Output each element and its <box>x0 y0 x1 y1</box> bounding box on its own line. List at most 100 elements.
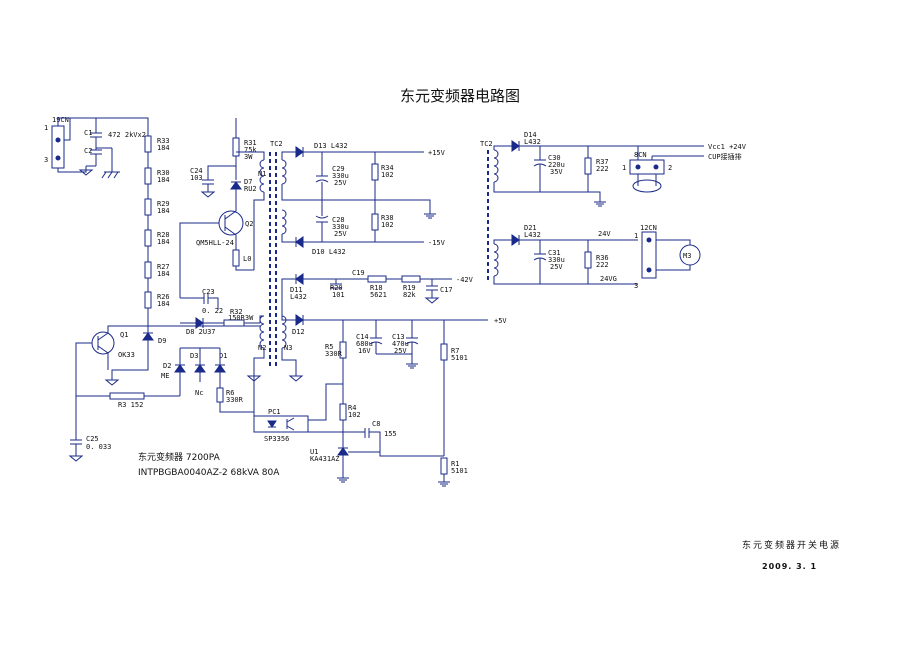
capacitor-c31: C31 330u 25V <box>533 240 565 284</box>
svg-text:R29: R29 <box>157 200 170 208</box>
svg-text:D7: D7 <box>244 178 252 186</box>
transformer-tc2: TC2 N1 N2 N3 <box>258 140 292 368</box>
svg-text:D9: D9 <box>158 337 166 345</box>
svg-text:330R: 330R <box>226 396 244 404</box>
resistor-r28: R28 184 <box>144 229 170 247</box>
svg-text:330u: 330u <box>548 256 565 264</box>
connector-8cn: 8CN 1 2 <box>622 151 672 175</box>
svg-text:5101: 5101 <box>451 467 468 475</box>
svg-text:C1: C1 <box>84 129 92 137</box>
resistor-r4: R4 102 <box>339 403 361 421</box>
resistor-r20: R20 101 <box>330 284 345 299</box>
resistor-r3: R3 152 <box>109 392 145 409</box>
label-vcc1-24v: Vcc1 +24V <box>708 143 747 151</box>
svg-text:C17: C17 <box>440 286 453 294</box>
svg-text:Nc: Nc <box>195 389 203 397</box>
svg-text:C13: C13 <box>392 333 405 341</box>
svg-text:C2: C2 <box>84 147 92 155</box>
svg-text:12CN: 12CN <box>640 224 657 232</box>
svg-text:R27: R27 <box>157 263 170 271</box>
diode-d8: D8 2U37 <box>186 317 216 336</box>
diode-d2: D2 ME <box>161 362 186 380</box>
svg-text:R20: R20 <box>330 284 343 292</box>
svg-text:0. 033: 0. 033 <box>86 443 111 451</box>
svg-text:R33: R33 <box>157 137 170 145</box>
svg-text:19CN: 19CN <box>52 116 69 124</box>
capacitor-c2: C2 <box>84 147 102 166</box>
resistor-r27: R27 184 <box>144 261 170 279</box>
svg-text:D13 L432: D13 L432 <box>314 142 348 150</box>
svg-text:82k: 82k <box>403 291 416 299</box>
svg-text:3: 3 <box>44 156 48 164</box>
diode-d7: D7 RU2 <box>230 178 257 193</box>
svg-text:D12: D12 <box>292 328 305 336</box>
svg-text:R32: R32 <box>230 308 243 316</box>
resistor-r29: R29 184 <box>144 198 170 216</box>
svg-text:RU2: RU2 <box>244 185 257 193</box>
svg-text:C28: C28 <box>332 216 345 224</box>
svg-text:C8: C8 <box>372 420 380 428</box>
resistor-r26: R26 184 <box>144 291 170 309</box>
diode-d11: D11 L432 <box>290 273 307 301</box>
diode-d10: D10 L432 <box>295 236 346 256</box>
svg-text:Q2: Q2 <box>245 220 253 228</box>
svg-text:25V: 25V <box>334 179 347 187</box>
svg-text:184: 184 <box>157 300 170 308</box>
svg-text:472 2kVx2: 472 2kVx2 <box>108 131 146 139</box>
capacitor-c8: C8 155 <box>364 420 397 438</box>
transistor-q2: Q2 QM5HLL-24 <box>196 210 253 247</box>
svg-text:R5: R5 <box>325 343 333 351</box>
svg-text:1: 1 <box>622 164 626 172</box>
resistor-r31: R31 75k 3W <box>232 137 257 161</box>
label-cup-header: CUP接插排 <box>708 152 742 161</box>
svg-text:1: 1 <box>634 232 638 240</box>
svg-text:D3: D3 <box>190 352 198 360</box>
svg-text:C24: C24 <box>190 167 203 175</box>
capacitor-c17: C17 <box>426 279 453 294</box>
svg-text:D21: D21 <box>524 224 537 232</box>
svg-text:Q1: Q1 <box>120 331 128 339</box>
svg-text:25V: 25V <box>394 347 407 355</box>
svg-text:184: 184 <box>157 238 170 246</box>
capacitor-c24: C24 103 <box>190 167 214 188</box>
capacitor-c13: C13 470u 25V <box>392 320 419 360</box>
optocoupler-pc1: PC1 SP3356 <box>253 408 309 443</box>
resistor-r5: R5 330R <box>325 341 347 359</box>
label-plus15v: +15V <box>428 149 446 157</box>
svg-text:330u: 330u <box>332 223 349 231</box>
svg-text:184: 184 <box>157 270 170 278</box>
svg-text:L432: L432 <box>290 293 307 301</box>
svg-text:M3: M3 <box>683 252 691 260</box>
svg-text:155: 155 <box>384 430 397 438</box>
diode-d9: D9 <box>142 332 166 345</box>
svg-text:R37: R37 <box>596 158 609 166</box>
svg-text:SP3356: SP3356 <box>264 435 289 443</box>
capacitor-c23: C23 0. 22 <box>202 288 223 315</box>
svg-text:N3: N3 <box>284 344 292 352</box>
footer-date: 2009. 3. 1 <box>762 562 817 571</box>
transistor-q1: Q1 OK33 <box>91 331 135 359</box>
svg-text:R31: R31 <box>244 139 257 147</box>
diode-d14: D14 L432 <box>511 131 541 152</box>
resistor-r37: R37 222 <box>584 157 609 175</box>
svg-text:C31: C31 <box>548 249 561 257</box>
svg-text:103: 103 <box>190 174 203 182</box>
svg-text:3W: 3W <box>244 153 253 161</box>
svg-text:R30: R30 <box>157 169 170 177</box>
svg-text:2: 2 <box>668 164 672 172</box>
svg-text:25V: 25V <box>334 230 347 238</box>
svg-text:75k: 75k <box>244 146 257 154</box>
svg-text:N1: N1 <box>258 170 266 178</box>
svg-text:R7: R7 <box>451 347 459 355</box>
footer-title: 东元变频器开关电源 <box>742 539 841 551</box>
svg-text:R4: R4 <box>348 404 356 412</box>
svg-text:102: 102 <box>381 221 394 229</box>
resistor-r34: R34 102 <box>371 163 394 181</box>
svg-text:330R: 330R <box>325 350 343 358</box>
diode-d21: D21 L432 <box>511 224 541 246</box>
resistor-r30: R30 184 <box>144 167 170 185</box>
capacitor-c29: C29 330u 25V <box>315 152 349 187</box>
label-24v: 24V <box>598 230 611 238</box>
fan-connector-shape <box>632 174 662 193</box>
